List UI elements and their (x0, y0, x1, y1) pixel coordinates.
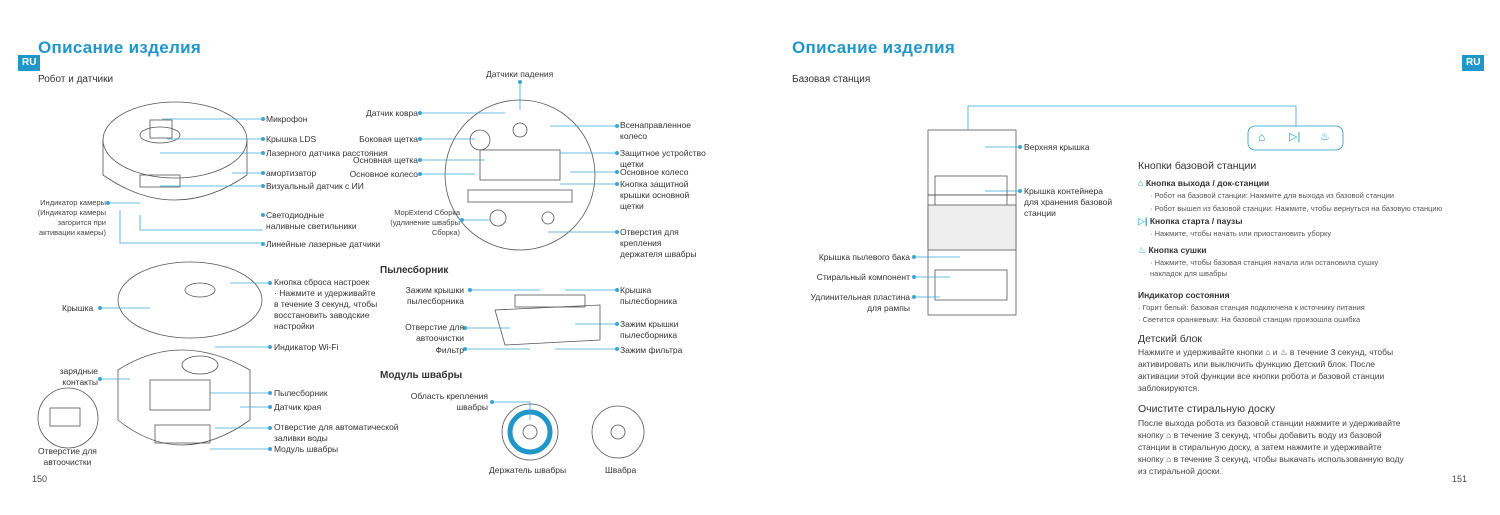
bumper-label: амортизатор (266, 168, 317, 178)
dry-icon[interactable]: ♨ (1320, 131, 1330, 143)
station-section-heading: Базовая станция (792, 74, 871, 85)
start-button-title: Кнопка старта / паузы (1149, 216, 1243, 226)
visual-sensor-label: Визуальный датчик с ИИ (266, 181, 364, 191)
start-button-heading: ▷| Кнопка старта / паузы (1138, 216, 1242, 227)
child-lock-text: Нажмите и удерживайте кнопки ⌂ и ♨ в теч… (1138, 347, 1394, 393)
dry-button-title: Кнопка сушки (1148, 245, 1207, 255)
status-bullet-2: · Светится оранжевым: На базовой станции… (1138, 315, 1361, 324)
main-wheel-left-label: Основное колесо (349, 169, 418, 179)
brush-protection-label: Защитное устройство щетки (620, 148, 706, 169)
charging-contacts-label: зарядные контакты (59, 366, 98, 387)
start-bullet-1: · Нажмите, чтобы начать или приостановит… (1150, 229, 1332, 238)
status-bullet-1: · Горит белый: базовая станция подключен… (1138, 303, 1365, 312)
top-cover-label: Верхняя крышка (1024, 142, 1090, 152)
ramp-label: Удлинительная пластина для рампы (810, 292, 910, 313)
container-cover-label: Крышка контейнера для хранения базовой с… (1024, 186, 1113, 218)
carpet-sensor-label: Датчик ковра (366, 108, 418, 118)
robot-section-heading: Робот и датчики (38, 74, 114, 85)
cliff-sensors-label: Датчики падения (486, 69, 554, 79)
clean-tray-text: После выхода робота из базовой станции н… (1138, 418, 1404, 476)
clean-tray-heading: Очистите стиральную доску (1138, 403, 1276, 415)
page-number-left: 150 (32, 474, 48, 484)
cover-label: Крышка (62, 303, 94, 313)
dustbin-lid-latch-right-label: Зажим крышки пылесборника (620, 319, 679, 340)
mop-holder-label: Держатель швабры (489, 465, 567, 475)
filter-latch-label: Зажим фильтра (620, 345, 683, 355)
washer-label: Стиральный компонент (816, 272, 910, 282)
dustbin-label: Пылесборник (274, 388, 328, 398)
edge-sensor-label: Датчик края (274, 402, 322, 412)
mop-module-heading: Модуль швабры (380, 370, 463, 381)
mop-mount-area-label: Область крепления швабры (410, 391, 488, 412)
language-tab-left: RU (18, 55, 41, 71)
wifi-indicator-label: Индикатор Wi-Fi (274, 342, 339, 352)
dust-bag-cover-label: Крышка пылевого бака (818, 252, 910, 262)
main-wheel-right-label: Основное колесо (620, 167, 689, 177)
mop-module-label: Модуль швабры (274, 444, 339, 454)
home-bullet-1: · Робот на базовой станции: Нажмите для … (1150, 191, 1394, 200)
dustbin-lid-latch-label: Зажим крышки пылесборника (405, 285, 464, 306)
play-pause-icon[interactable]: ▷| (1289, 131, 1301, 143)
auto-empty-outlet-label: Отверстие для автоочистки (38, 446, 97, 467)
dustbin-heading: Пылесборник (380, 265, 449, 276)
auto-fill-label: Отверстие для автоматической заливки вод… (274, 422, 399, 443)
main-brush-label: Основная щетка (352, 155, 418, 165)
page-title-left: Описание изделия (38, 38, 202, 57)
laser-sensor-label: Лазерного датчика расстояния (266, 148, 388, 158)
microphone-label: Микрофон (266, 114, 308, 124)
reset-button-label: Кнопка сброса настроек · Нажмите и удерж… (274, 277, 378, 331)
home-bullet-2: · Робот вышел из базовой станции: Нажмит… (1150, 204, 1443, 213)
camera-indicator-label: Индикатор камеры (Индикатор камеры загор… (37, 198, 106, 237)
side-brush-label: Боковая щетка (359, 134, 418, 144)
filter-label: Фильтр (435, 345, 464, 355)
mop-label: Швабра (605, 465, 637, 475)
child-lock-heading: Детский блок (1138, 333, 1203, 345)
line-laser-label: Линейные лазерные датчики (266, 239, 381, 249)
dustbin-lid-label: Крышка пылесборника (620, 285, 678, 306)
home-icon[interactable]: ⌂ (1258, 130, 1266, 144)
home-icon: ⌂ (1138, 178, 1144, 188)
brush-guard-button-label: Кнопка защитной крышки основной щетки (620, 179, 690, 211)
status-indicator-heading: Индикатор состояния (1138, 290, 1230, 300)
dry-bullet-1: · Нажмите, чтобы базовая станция начала … (1150, 258, 1379, 278)
dry-icon: ♨ (1138, 245, 1147, 255)
home-button-title: Кнопка выхода / док-станции (1145, 178, 1270, 188)
page-number-right: 151 (1452, 474, 1468, 484)
page-title-right: Описание изделия (792, 38, 956, 57)
home-button-heading: ⌂ Кнопка выхода / док-станции (1138, 178, 1269, 188)
play-pause-icon: ▷| (1138, 216, 1148, 226)
station-buttons-heading: Кнопки базовой станции (1138, 160, 1257, 172)
mop-holder-holes-label: Отверстия для крепления держателя швабры (620, 227, 697, 259)
omni-wheel-label: Всенаправленное колесо (620, 120, 691, 141)
lds-cover-label: Крышка LDS (266, 134, 317, 144)
mopextend-label: MopExtend Сборка (удлинение швабры Сборк… (390, 208, 460, 237)
dustbin-outlet-label: Отверстие для автоочистки (405, 322, 464, 343)
language-tab-right: RU (1462, 55, 1485, 71)
dry-button-heading: ♨ Кнопка сушки (1138, 245, 1206, 256)
led-label: Светодиодные наливные светильники (266, 210, 357, 231)
